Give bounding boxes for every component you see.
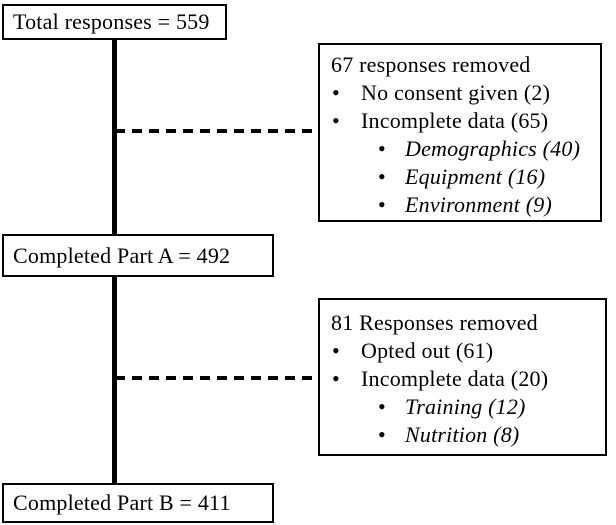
list-subitem-label: Training (12) (405, 394, 526, 419)
flow-connector-dashed-line-2 (115, 376, 318, 380)
completed-part-a-box: Completed Part A = 492 (2, 234, 274, 277)
list-subitem-label: Equipment (16) (405, 164, 546, 189)
bullet-icon: • (378, 192, 386, 217)
bullet-icon: • (378, 136, 386, 161)
list-subitem: • Training (12) (320, 393, 605, 421)
list-item-label: Incomplete data (65) (361, 108, 549, 133)
removed-responses-box-2: 81 Responses removed • Opted out (61) • … (318, 298, 607, 456)
total-responses-label: Total responses = 559 (13, 9, 210, 34)
completed-part-a-label: Completed Part A = 492 (13, 242, 231, 268)
list-item: • Incomplete data (20) (320, 365, 605, 393)
list-subitem-label: Environment (9) (405, 192, 552, 217)
list-item: • No consent given (2) (320, 79, 600, 107)
list-subitem: • Environment (9) (320, 191, 600, 219)
list-subitem-label: Nutrition (8) (405, 422, 520, 447)
bullet-icon: • (332, 108, 340, 133)
list-subitem-label: Demographics (40) (405, 136, 581, 161)
removed-box-2-title: 81 Responses removed (331, 310, 538, 335)
removed-box-1-title: 67 responses removed (331, 52, 531, 77)
bullet-icon: • (332, 338, 340, 363)
list-subitem: • Equipment (16) (320, 163, 600, 191)
flow-connector-dashed-line-1 (115, 129, 318, 133)
bullet-icon: • (332, 366, 340, 391)
bullet-icon: • (332, 80, 340, 105)
list-item-label: Opted out (61) (361, 338, 494, 363)
list-subitem: • Nutrition (8) (320, 421, 605, 449)
list-item-label: No consent given (2) (361, 80, 551, 105)
total-responses-box: Total responses = 559 (2, 4, 227, 40)
list-subitem: • Demographics (40) (320, 135, 600, 163)
completed-part-b-label: Completed Part B = 411 (13, 490, 231, 515)
bullet-icon: • (378, 394, 386, 419)
completed-part-b-box: Completed Part B = 411 (2, 483, 274, 523)
list-item-label: Incomplete data (20) (361, 366, 549, 391)
bullet-icon: • (378, 164, 386, 189)
bullet-icon: • (378, 422, 386, 447)
removed-responses-box-1: 67 responses removed • No consent given … (318, 43, 602, 222)
list-item: • Opted out (61) (320, 337, 605, 365)
list-item: • Incomplete data (65) (320, 107, 600, 135)
